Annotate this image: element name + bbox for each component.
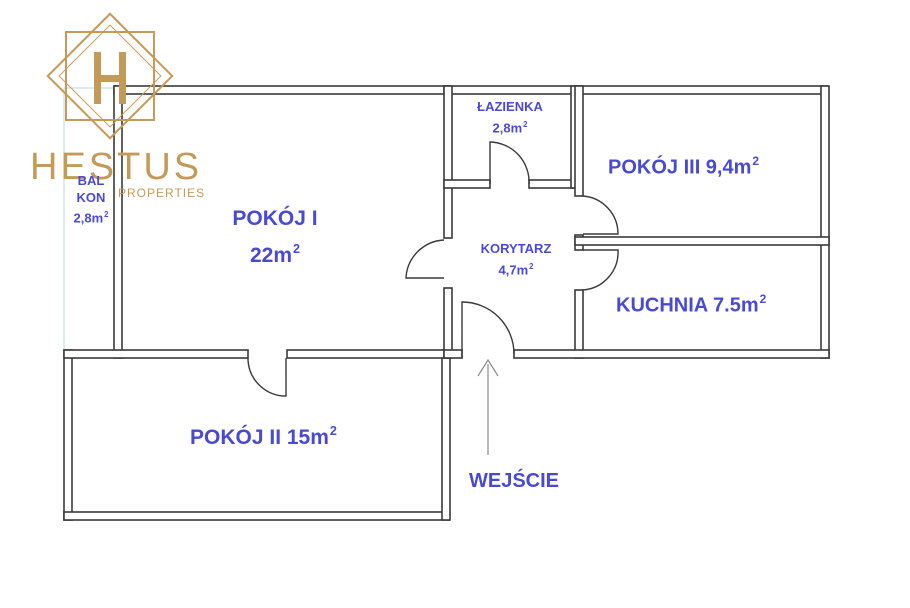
room-pokoj3-label: POKÓJ III 9,4m2 [608,154,759,179]
room-balkon-area: 2,8m [73,210,104,226]
wall-corridor-bottom-a [443,349,463,359]
room-pokoj1-name: POKÓJ I [232,207,318,230]
room-pokoj1-sup: 2 [293,242,301,256]
room-kuchnia-sup: 2 [759,292,767,306]
room-pokoj3-name: POKÓJ III 9,4m [608,156,752,179]
wall-bath-bottom-a [443,179,491,189]
wall-room1-corridor-b [443,287,453,359]
wall-room1-corridor-a [443,85,453,239]
room-lazienka-area: 2,8m [492,120,523,136]
wall-corridor-right-a [574,85,584,197]
room-korytarz-label: KORYTARZ 4,7m2 [466,240,566,279]
room-balkon-line1: BAL [77,173,105,188]
room-pokoj2-sup: 2 [329,424,337,438]
door-room3 [582,195,619,235]
door-room2 [247,358,287,397]
wall-right-room2 [441,349,451,521]
room-korytarz-sup: 2 [529,262,534,271]
room-lazienka-sup: 2 [523,120,528,129]
door-bathroom [489,141,530,185]
entrance-label: WEJŚCIE [469,470,560,492]
room-korytarz-area: 4,7m [498,262,529,278]
door-room1 [405,239,445,279]
door-kitchen [582,249,619,291]
room-kuchnia-label: KUCHNIA 7.5m2 [616,292,766,317]
entrance-arrow-head [477,358,499,377]
logo-brand: HESTUS [30,146,203,188]
wall-room1-room2-a [63,349,249,359]
room-pokoj1-label: POKÓJ I 22m2 [220,204,330,271]
wall-corridor-bottom-b [513,349,830,359]
room-pokoj2-label: POKÓJ II 15m2 [190,424,337,450]
room-korytarz-name: KORYTARZ [480,241,552,256]
room-lazienka-label: ŁAZIENKA 2,8m2 [462,98,558,137]
logo-mark [46,12,174,140]
wall-right [820,85,830,359]
room-lazienka-name: ŁAZIENKA [477,99,543,114]
room-pokoj1-area: 22m [249,243,292,267]
wall-left-room2 [63,349,73,521]
room-kuchnia-name: KUCHNIA 7.5m [616,294,759,317]
room-pokoj3-sup: 2 [752,154,760,168]
room-balkon-label: BAL KON 2,8m2 [62,172,120,226]
wall-room1-room2-b [286,349,451,359]
door-entrance [461,301,515,358]
wall-corridor-right-c [574,289,584,359]
logo-sub: PROPERTIES [118,186,206,200]
wall-top-right [443,85,828,95]
room-pokoj2-name: POKÓJ II 15m [190,425,329,449]
room-balkon-line2: KON [76,190,106,205]
room-balkon-sup: 2 [104,210,109,219]
wall-bottom-room2 [63,511,450,521]
wall-room3-kitchen [574,236,830,246]
wall-top-left [113,85,450,95]
